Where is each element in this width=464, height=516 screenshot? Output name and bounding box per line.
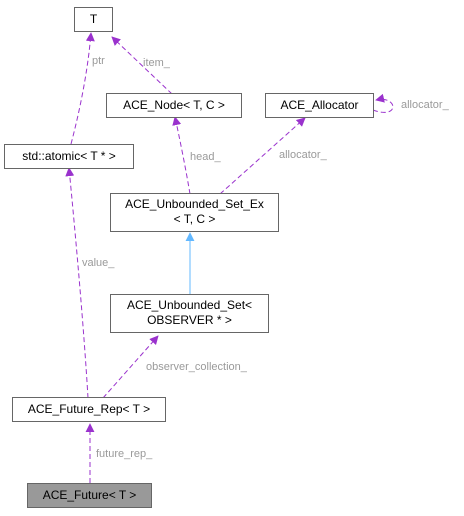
node-ace-node-label: ACE_Node< T, C > xyxy=(123,98,225,112)
node-ace-allocator[interactable]: ACE_Allocator xyxy=(265,93,374,118)
node-t-label: T xyxy=(90,12,98,26)
edge-label-value: value_ xyxy=(82,257,115,269)
node-ace-node[interactable]: ACE_Node< T, C > xyxy=(106,93,242,118)
node-unbounded-set-label-2: OBSERVER * > xyxy=(147,313,232,327)
edge-label-observer-collection: observer_collection_ xyxy=(146,361,248,373)
node-unbounded-set-ex[interactable]: ACE_Unbounded_Set_Ex < T, C > xyxy=(110,193,279,232)
node-unbounded-set-ex-label-2: < T, C > xyxy=(174,212,216,226)
edge-allocator xyxy=(219,117,306,195)
node-std-atomic-label: std::atomic< T * > xyxy=(22,149,116,163)
edge-observer-collection xyxy=(102,335,159,399)
edge-allocator-self xyxy=(372,93,394,113)
edge-ptr xyxy=(70,32,95,145)
node-t[interactable]: T xyxy=(74,7,113,32)
node-future-rep[interactable]: ACE_Future_Rep< T > xyxy=(12,397,166,422)
node-future[interactable]: ACE_Future< T > xyxy=(27,483,152,508)
edge-label-future-rep: future_rep_ xyxy=(96,448,153,460)
node-unbounded-set-label-1: ACE_Unbounded_Set< xyxy=(127,298,252,312)
node-unbounded-set[interactable]: ACE_Unbounded_Set< OBSERVER * > xyxy=(110,294,269,333)
edge-head xyxy=(172,116,191,195)
edge-label-item: item_ xyxy=(143,57,171,69)
node-unbounded-set-ex-label-1: ACE_Unbounded_Set_Ex xyxy=(125,197,264,211)
node-std-atomic[interactable]: std::atomic< T * > xyxy=(4,144,134,169)
node-future-label: ACE_Future< T > xyxy=(43,488,137,502)
edge-item xyxy=(111,36,173,95)
edge-label-head: head_ xyxy=(190,151,221,163)
nodes: T ACE_Node< T, C > ACE_Allocator std::at… xyxy=(4,7,374,508)
edge-label-allocator-self: allocator_ xyxy=(401,99,450,111)
node-ace-allocator-label: ACE_Allocator xyxy=(280,98,358,112)
edge-label-allocator: allocator_ xyxy=(279,149,328,161)
node-future-rep-label: ACE_Future_Rep< T > xyxy=(28,402,150,416)
edge-value xyxy=(65,167,89,399)
edges: item_ ptr allocator_ head_ allocator_ va… xyxy=(65,32,450,483)
edge-label-ptr: ptr xyxy=(92,55,105,67)
